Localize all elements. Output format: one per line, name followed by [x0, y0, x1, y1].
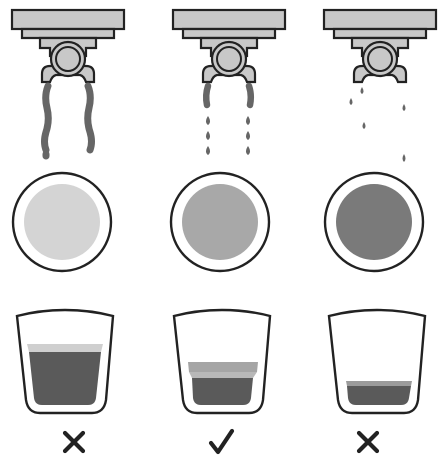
verdict-check-icon [147, 424, 294, 460]
coffee-drip-icon [350, 87, 406, 162]
shot-glass-icon [329, 310, 425, 413]
extraction-column-under [0, 0, 147, 464]
shot-glass-icon [174, 310, 270, 413]
group-head-icon [324, 10, 436, 82]
crema-puck-icon [325, 173, 423, 271]
extraction-column-ideal [147, 0, 294, 464]
group-head-icon [12, 10, 124, 82]
coffee-stream-icon [206, 86, 251, 105]
crema-puck-icon [13, 173, 111, 271]
extraction-column-over [294, 0, 441, 464]
under-extraction-illustration [0, 0, 147, 424]
coffee-drip-icon [206, 116, 250, 155]
coffee-stream-icon [45, 86, 92, 156]
group-head-icon [173, 10, 285, 82]
ideal-extraction-illustration [147, 0, 294, 424]
shot-glass-icon [17, 310, 113, 413]
verdict-cross-icon [294, 424, 441, 460]
over-extraction-illustration [294, 0, 441, 424]
crema-puck-icon [171, 173, 269, 271]
verdict-cross-icon [0, 424, 147, 460]
